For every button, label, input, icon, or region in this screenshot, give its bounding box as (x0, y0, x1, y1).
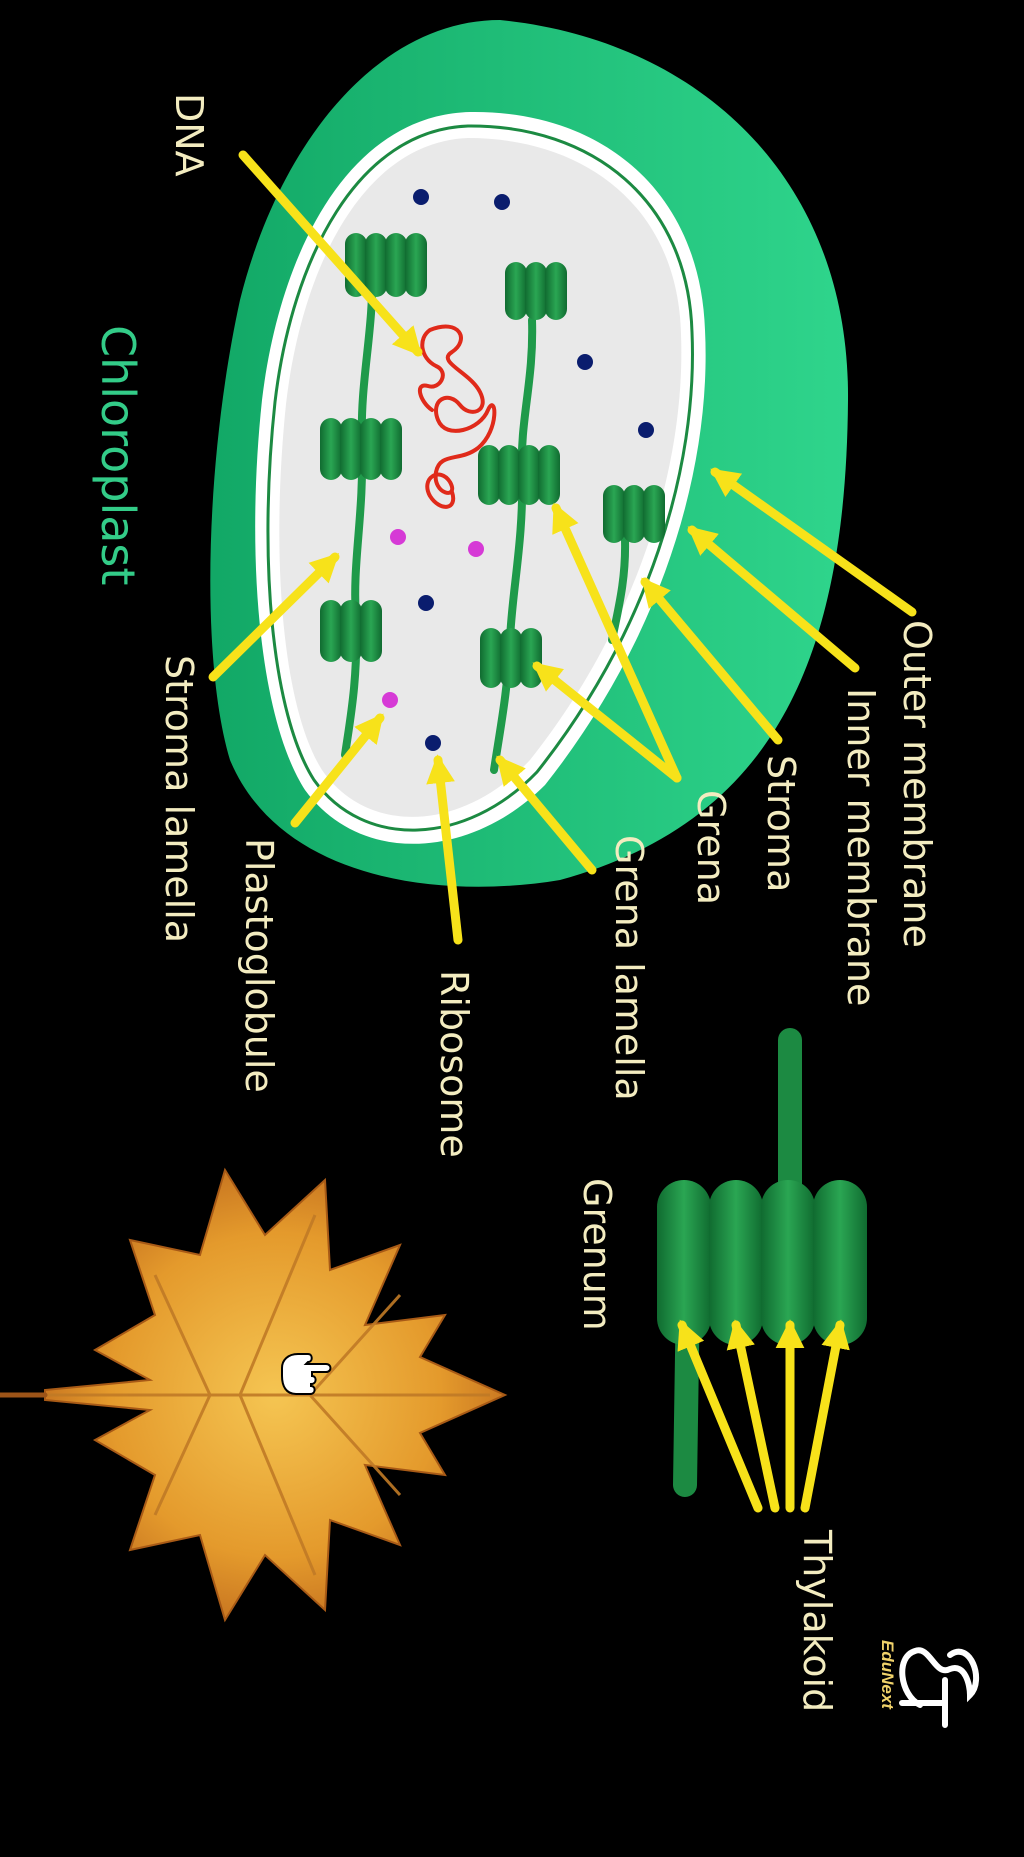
label-inner-membrane: Inner membrane (839, 688, 883, 1006)
inner-membrane-line (266, 124, 694, 832)
edunext-logo (899, 1647, 980, 1728)
arrow-thylakoid-4 (800, 1319, 850, 1513)
ribosomes (413, 189, 654, 751)
arrow-grena-1 (551, 502, 682, 783)
label-grena: Grena (689, 790, 733, 905)
dna (417, 324, 497, 509)
label-stroma-lamella: Stroma lamella (157, 655, 201, 943)
label-grenum: Grenum (575, 1178, 619, 1331)
arrow-dna (238, 150, 423, 357)
arrow-ribosome (426, 754, 463, 945)
chloroplast (210, 20, 849, 887)
label-outer-membrane: Outer membrane (895, 620, 939, 948)
arrow-inner-membrane (687, 525, 860, 673)
arrow-stroma (640, 577, 783, 745)
granum (603, 485, 665, 543)
grenum-detail (657, 1028, 867, 1497)
arrow-thylakoid-2 (726, 1319, 780, 1513)
edunext-logo-text: EduNext (878, 1640, 897, 1710)
maple-leaf-image (0, 1167, 508, 1623)
label-ribosome: Ribosome (432, 970, 476, 1158)
granum (320, 418, 402, 480)
granum (505, 262, 567, 320)
plastoglobules (382, 529, 484, 708)
label-dna: DNA (167, 93, 211, 177)
arrow-outer-membrane (710, 467, 917, 617)
label-plastoglobule: Plastoglobule (237, 838, 281, 1093)
label-grena-lamella: Grena lamella (607, 835, 651, 1101)
labels: Outer membrane Inner membrane Stroma Gre… (157, 93, 939, 1712)
arrow-thylakoid-1 (677, 1319, 763, 1513)
arrows (208, 150, 917, 1513)
grana (320, 233, 665, 688)
label-stroma: Stroma (759, 755, 803, 892)
hand-cursor-icon (281, 1353, 332, 1395)
arrow-grena-2 (532, 661, 682, 783)
granum (480, 628, 542, 688)
granum (478, 445, 560, 505)
arrow-stroma-lamella (208, 552, 340, 682)
granum (320, 600, 382, 662)
grenum (657, 1180, 867, 1345)
label-thylakoid: Thylakoid (795, 1529, 839, 1712)
arrow-grena-lamella (495, 755, 597, 875)
diagram-title: Chloroplast (91, 325, 145, 585)
arrow-plastoglobule (290, 713, 385, 828)
